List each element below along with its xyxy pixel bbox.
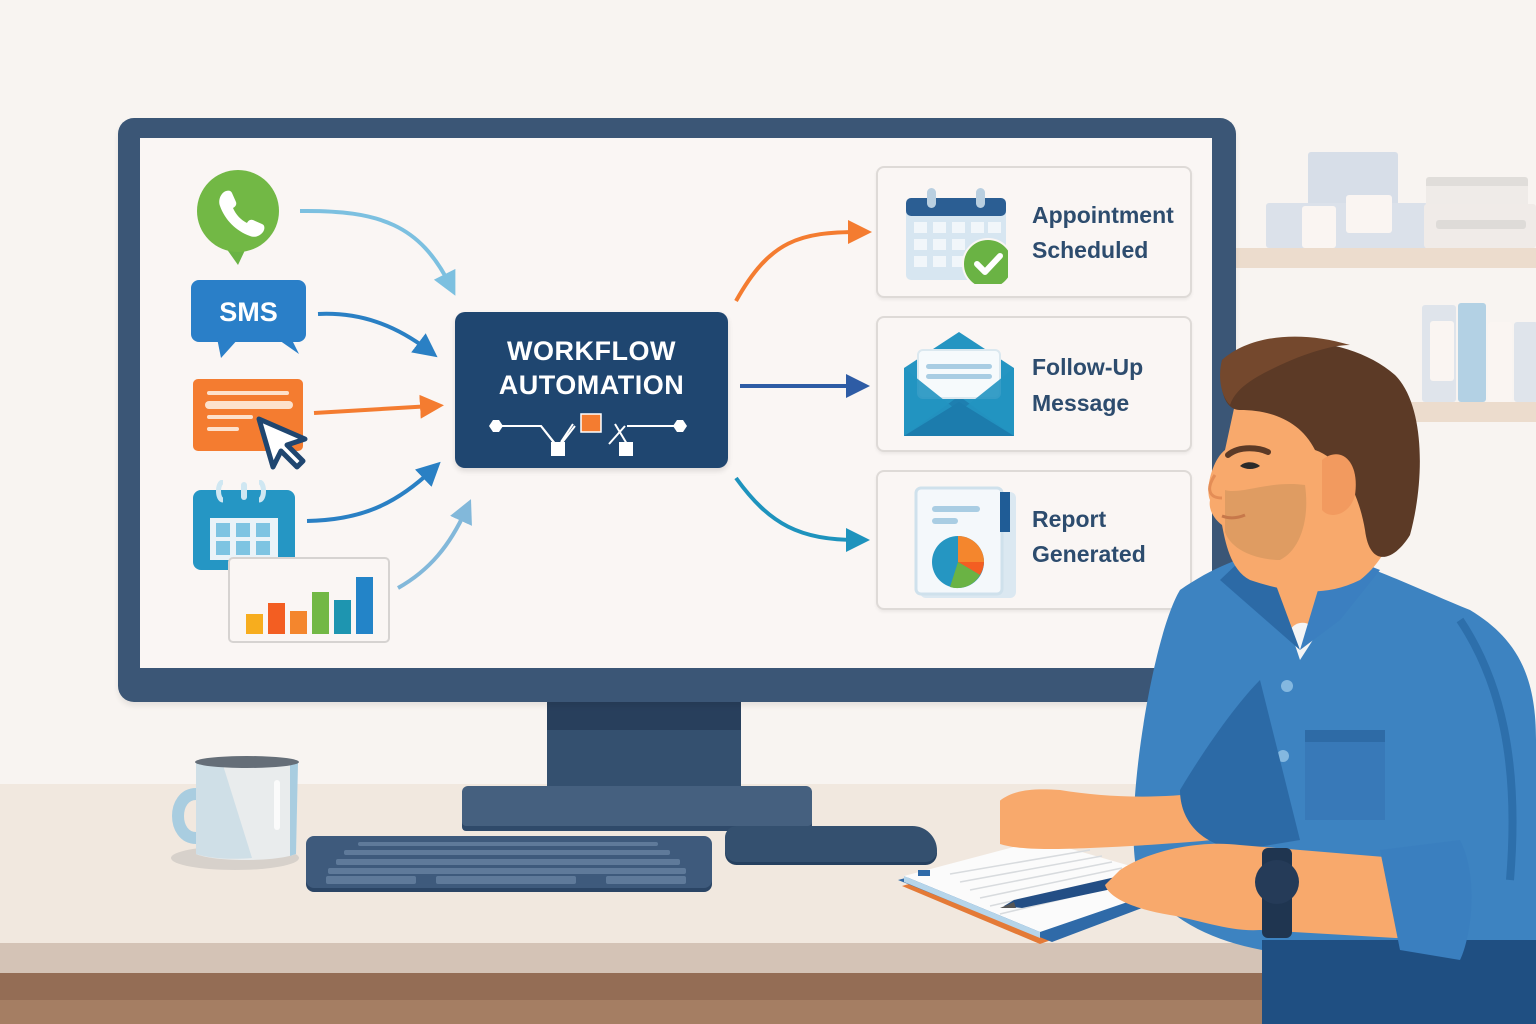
mouse-cursor-icon [256,416,308,470]
upper-shelf [1236,248,1536,268]
input-phone[interactable] [196,170,280,266]
arrow-phone [299,208,456,296]
calendar-check-icon [906,188,1008,284]
workflow-automation-box[interactable]: WORKFLOW AUTOMATION [455,312,728,468]
mouse[interactable] [725,826,937,862]
arrow-chart [397,499,472,590]
wall-shelf-area [1236,140,1536,440]
desk-front [0,973,1350,1000]
card-title-line1: Appointment [1032,202,1174,228]
workflow-title-line2: AUTOMATION [498,370,685,400]
output-card-report[interactable]: Report Generated [876,470,1192,610]
shelf-binder-label [1430,321,1454,381]
shelf-binder [1514,322,1536,402]
man-illustration [1000,336,1536,1024]
shelf-tray-line [1436,220,1526,229]
shelf-box [1346,195,1392,233]
card-title-line1: Report [1032,506,1107,532]
input-web-form[interactable] [193,379,311,471]
output-card-follow-up[interactable]: Follow-Up Message [876,316,1192,452]
web-form-icon [193,379,308,470]
card-title-line2: Message [1032,390,1130,416]
arrow-report [734,476,870,552]
arrow-sms [317,311,438,358]
arrow-form [313,394,444,419]
arrow-calendar [306,461,441,523]
input-calendar[interactable] [193,479,295,572]
workflow-nodes-icon [489,413,687,456]
monitor-stand-base [462,786,812,826]
keyboard[interactable] [306,836,712,888]
sms-bubble-tail-icon [217,338,299,358]
desk-front-lower [0,1000,1350,1024]
envelope-open-icon [904,332,1014,436]
workflow-title-line1: WORKFLOW [507,336,676,366]
shelf-box [1302,206,1336,248]
pen-icon [1000,876,1126,908]
keyboard-keys-icon [326,842,686,884]
sms-label: SMS [219,297,278,327]
calendar-icon [193,479,295,570]
coffee-mug-icon [171,756,299,870]
output-card-appointment[interactable]: Appointment Scheduled [876,166,1192,298]
arrow-appointment [734,220,872,302]
input-analytics-chart[interactable] [228,557,390,643]
input-sms[interactable]: SMS [191,280,306,342]
card-title-line2: Scheduled [1032,237,1149,263]
card-title-line1: Follow-Up [1032,354,1144,380]
report-pie-chart-icon [914,486,1016,598]
bar-chart-icon [246,577,373,634]
card-title-line2: Generated [1032,541,1146,567]
monitor-stand-neck-shadow [547,702,741,730]
shelf-binder [1488,322,1512,402]
shelf-binder [1458,303,1486,402]
desk-edge [0,943,1350,973]
phone-icon [197,170,279,265]
